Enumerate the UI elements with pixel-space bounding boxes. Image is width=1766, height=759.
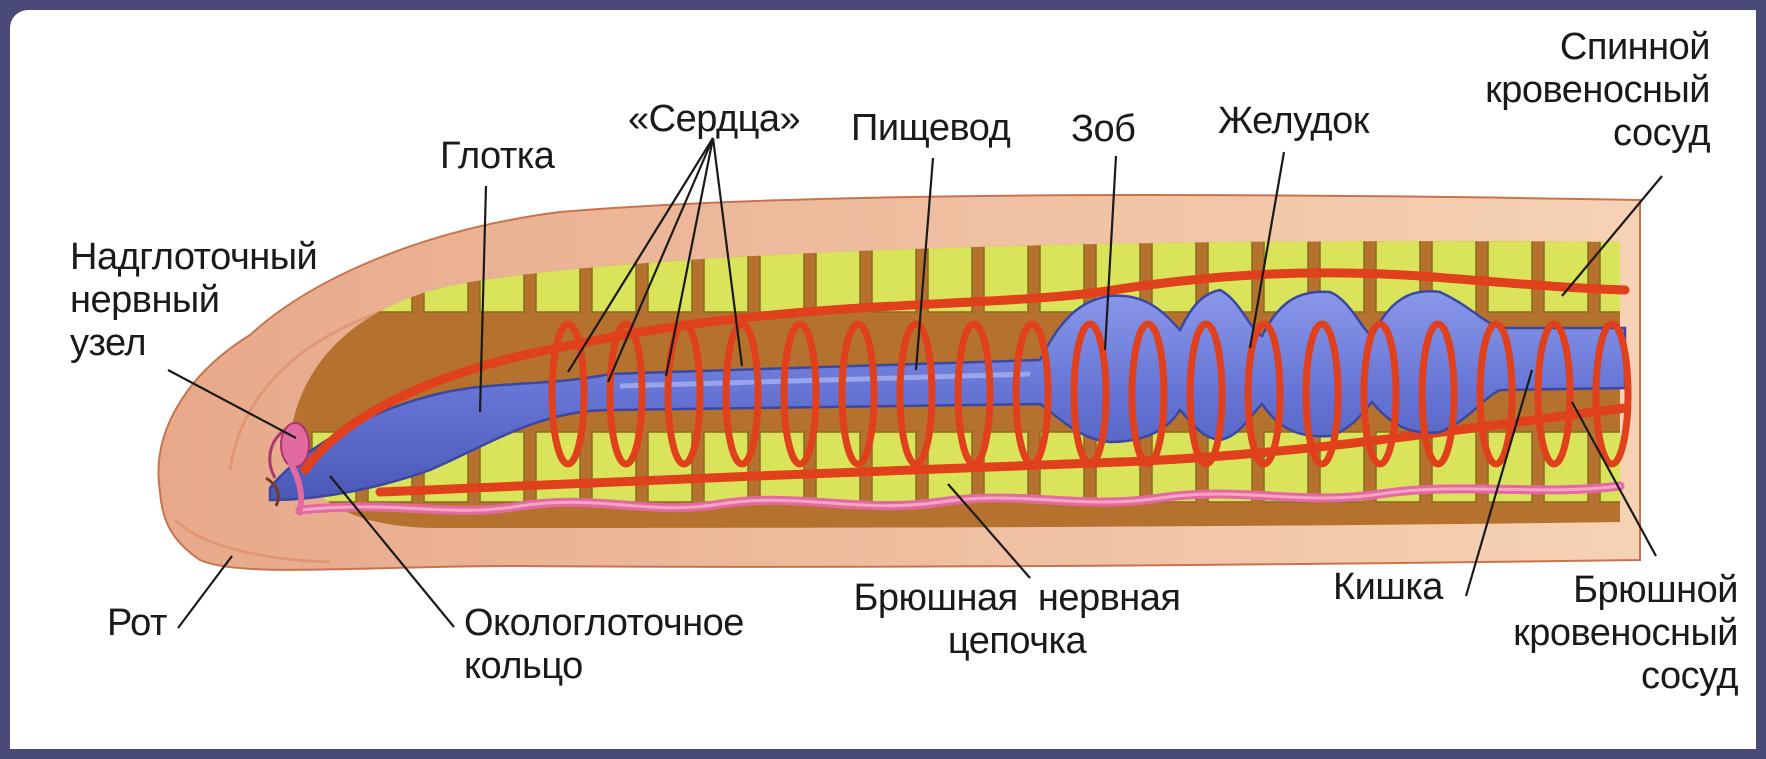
label-line: Брюшной (1480, 569, 1738, 612)
label-text: Желудок (1218, 100, 1369, 142)
label-text: Пищевод (851, 107, 1010, 149)
label-line: нервный (70, 279, 317, 322)
label-line: Надглоточный (70, 236, 317, 279)
label-line: сосуд (1480, 655, 1738, 698)
body-segment (1488, 236, 1532, 312)
label-mouth: Рот (107, 602, 167, 645)
label-line: узел (70, 322, 317, 365)
label-ventral-vessel: Брюшной кровеносный сосуд (1480, 569, 1738, 698)
label-esophagus: Пищевод (851, 107, 1010, 150)
label-dorsal-vessel: Спинной кровеносный сосуд (1460, 26, 1710, 155)
label-pharynx: Глотка (440, 135, 554, 178)
label-supraesophageal-ganglion: Надглоточный нервный узел (70, 236, 317, 365)
label-text: Глотка (440, 135, 554, 177)
label-line: цепочка (852, 620, 1182, 663)
label-line: кольцо (464, 645, 744, 688)
label-ventral-nerve-cord: Брюшная нервная цепочка (852, 577, 1182, 663)
label-line: кровеносный (1480, 612, 1738, 655)
label-line: Спинной (1460, 26, 1710, 69)
label-text: «Сердца» (628, 98, 800, 140)
label-circumpharyngeal-ring: Окологлоточное кольцо (464, 602, 744, 688)
label-line: Окологлоточное (464, 602, 744, 645)
body-segment (1264, 432, 1308, 502)
label-hearts: «Сердца» (628, 98, 800, 141)
label-text: Рот (107, 602, 167, 644)
body-segment (816, 432, 860, 502)
label-line: сосуд (1460, 112, 1710, 155)
label-line: кровеносный (1460, 69, 1710, 112)
label-crop: Зоб (1071, 108, 1135, 151)
label-intestine: Кишка (1333, 566, 1443, 609)
label-text: Кишка (1333, 566, 1443, 608)
label-text: Зоб (1071, 108, 1135, 150)
body-segment (1152, 236, 1196, 312)
label-line: Брюшная нервная (852, 577, 1182, 620)
label-stomach: Желудок (1218, 100, 1369, 143)
